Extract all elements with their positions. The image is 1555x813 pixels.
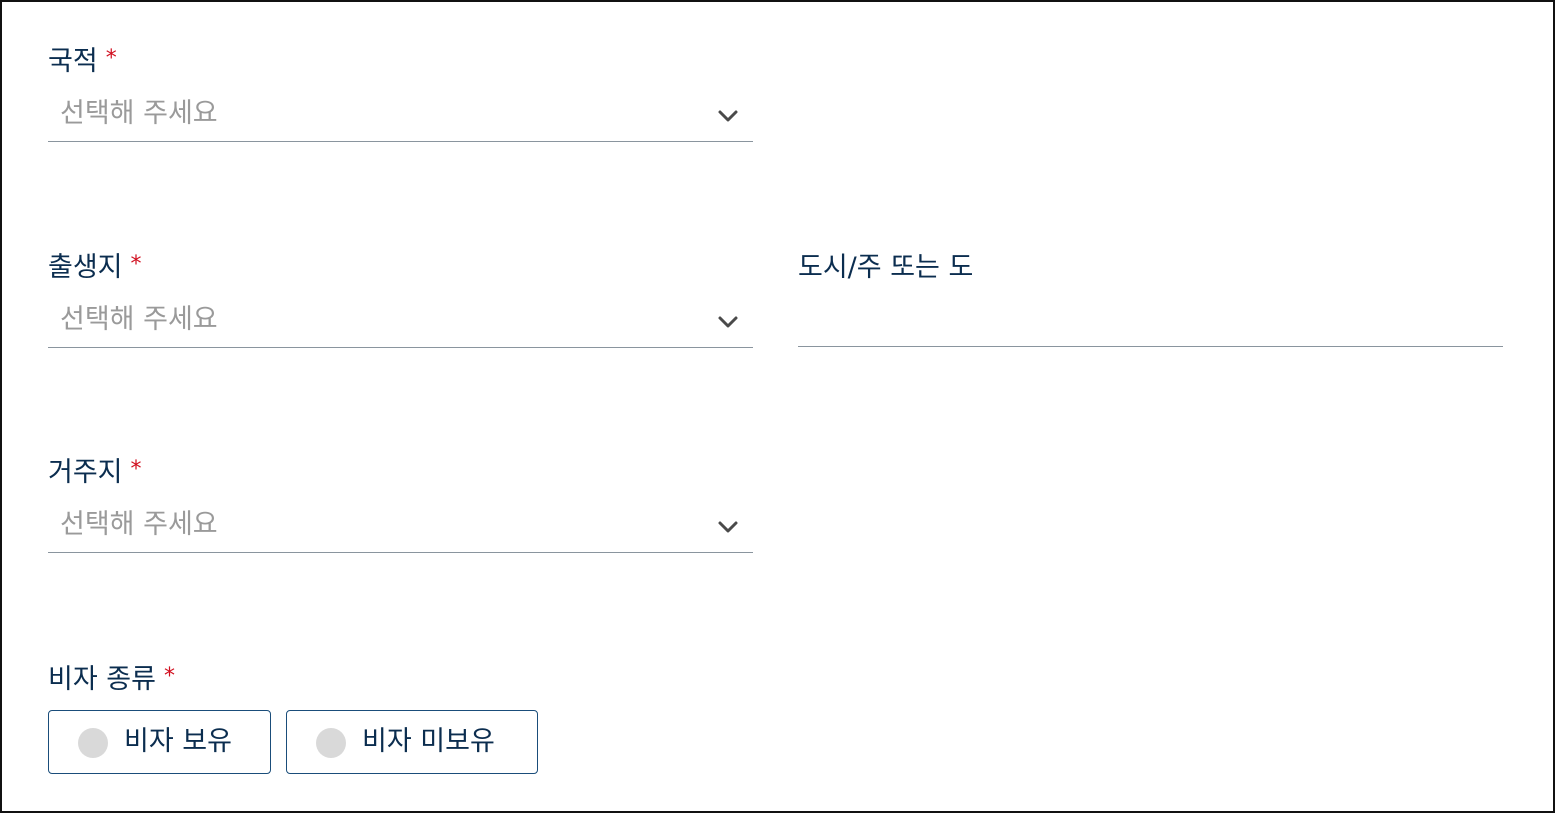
birthplace-field: 출생지 * 선택해 주세요 [48, 252, 753, 362]
required-marker: * [130, 252, 142, 277]
birthplace-label-text: 출생지 [48, 252, 123, 283]
residence-field: 거주지 * 선택해 주세요 [48, 457, 753, 567]
visa-option-no-visa[interactable]: 비자 미보유 [286, 710, 538, 774]
birthplace-select-value: 선택해 주세요 [60, 304, 218, 335]
residence-select[interactable]: 선택해 주세요 [48, 504, 753, 553]
required-marker: * [105, 46, 117, 71]
required-marker: * [130, 457, 142, 482]
residence-label: 거주지 * [48, 457, 142, 491]
birthplace-select[interactable]: 선택해 주세요 [48, 299, 753, 348]
city-state-field: 도시/주 또는 도 [798, 252, 1503, 362]
radio-circle-icon [316, 728, 346, 758]
residence-label-text: 거주지 [48, 457, 123, 488]
visa-type-label-text: 비자 종류 [48, 664, 156, 695]
visa-option-label: 비자 미보유 [362, 726, 495, 757]
chevron-down-icon [718, 316, 738, 328]
city-state-input[interactable] [798, 299, 1503, 347]
residence-select-value: 선택해 주세요 [60, 509, 218, 540]
birthplace-label: 출생지 * [48, 252, 142, 286]
nationality-label-text: 국적 [48, 46, 98, 77]
visa-type-field: 비자 종류 * 비자 보유 비자 미보유 [48, 664, 753, 779]
required-marker: * [163, 664, 175, 689]
city-state-label: 도시/주 또는 도 [798, 252, 973, 284]
nationality-select[interactable]: 선택해 주세요 [48, 93, 753, 142]
visa-option-has-visa[interactable]: 비자 보유 [48, 710, 271, 774]
radio-circle-icon [78, 728, 108, 758]
visa-type-label: 비자 종류 * [48, 664, 175, 698]
nationality-label: 국적 * [48, 46, 117, 80]
nationality-field: 국적 * 선택해 주세요 [48, 46, 753, 156]
nationality-select-value: 선택해 주세요 [60, 98, 218, 129]
city-state-label-text: 도시/주 또는 도 [798, 252, 974, 283]
chevron-down-icon [718, 110, 738, 122]
visa-option-label: 비자 보유 [124, 726, 232, 757]
chevron-down-icon [718, 521, 738, 533]
